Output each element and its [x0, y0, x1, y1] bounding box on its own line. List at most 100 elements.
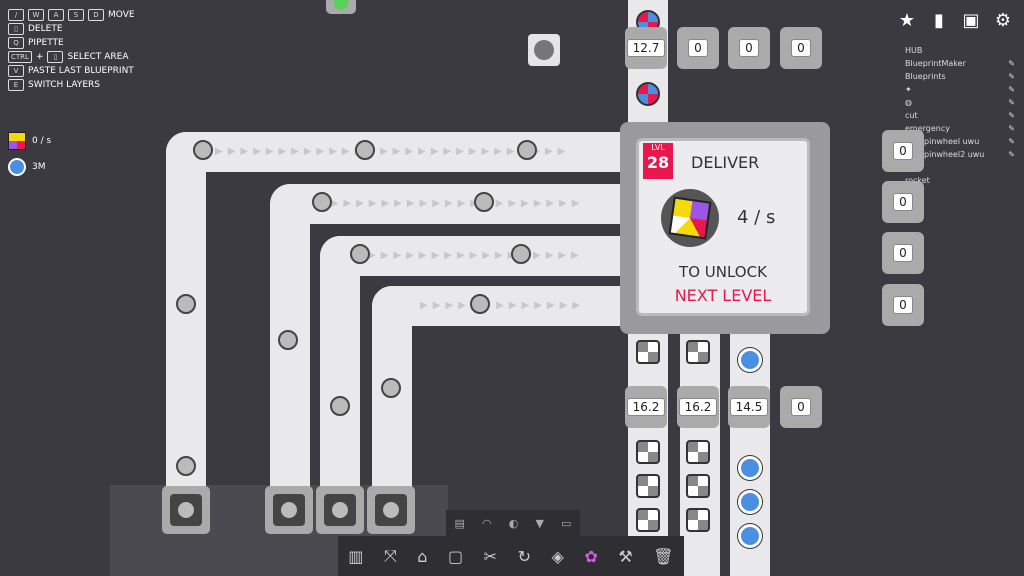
shape-item — [686, 474, 710, 498]
throughput-counter[interactable]: 12.7 — [625, 27, 667, 69]
toggle-icon[interactable]: ◐ — [508, 516, 519, 530]
counter-value: 16.2 — [626, 398, 666, 416]
shape-item — [738, 456, 762, 480]
hint-label: SWITCH LAYERS — [28, 80, 100, 90]
key: D — [88, 9, 104, 21]
mouse-icon: ▯ — [47, 51, 64, 63]
shape-icon: ◍ — [905, 98, 912, 107]
pinned-shape-row[interactable]: 3M — [8, 156, 51, 178]
shape-icon: ✦ — [905, 85, 912, 94]
building[interactable] — [528, 34, 560, 66]
conveyor-belt[interactable] — [372, 286, 626, 326]
circle-item — [176, 294, 196, 314]
belt-arrows: ▶▶▶▶▶▶▶▶▶▶▶▶▶▶▶▶▶▶▶▶▶▶▶▶▶▶▶▶ — [215, 146, 571, 157]
belt-arrows: ▶▶▶▶▶▶▶▶▶▶▶▶▶▶▶▶▶▶▶▶▶ — [318, 198, 585, 209]
waypoint-item[interactable]: HUB — [905, 44, 1015, 57]
display-icon[interactable]: ▭ — [561, 516, 572, 530]
settings-icon[interactable]: ⚙ — [994, 10, 1012, 31]
hint-select: CTRL + ▯ SELECT AREA — [8, 50, 135, 64]
waypoint-item[interactable]: half_pinwheel2 uwu✎ — [905, 148, 1015, 161]
circle-item — [381, 500, 401, 520]
conveyor-belt[interactable] — [166, 132, 626, 172]
belt-icon[interactable]: ▥ — [348, 546, 364, 566]
edit-icon[interactable]: ✎ — [1008, 124, 1015, 133]
extractor[interactable] — [162, 486, 210, 534]
stacker-icon[interactable]: ◈ — [551, 546, 564, 566]
hint-move: / W A S D MOVE — [8, 8, 135, 22]
building-toolbar: ▥ ⤧ ⌂ ▢ ✂ ↻ ◈ ✿ ⚒ 🗑 — [338, 536, 684, 576]
circle-item — [312, 192, 332, 212]
save-icon[interactable]: ▣ — [962, 10, 980, 31]
throughput-counter[interactable]: 0 — [677, 27, 719, 69]
throughput-counter[interactable]: 14.5 — [728, 386, 770, 428]
waypoint-item[interactable]: BlueprintMaker ✎ — [905, 57, 1015, 70]
throughput-counter[interactable]: 0 — [882, 130, 924, 172]
mixer-icon[interactable]: ✿ — [584, 546, 598, 566]
conveyor-belt[interactable] — [166, 132, 206, 497]
shape-item — [738, 490, 762, 514]
waypoint-item[interactable]: ◍✎ — [905, 96, 1015, 109]
throughput-counter[interactable]: 0 — [728, 27, 770, 69]
shape-item — [636, 82, 660, 106]
stats-icon[interactable]: ▮ — [934, 10, 944, 31]
throughput-counter[interactable]: 16.2 — [625, 386, 667, 428]
counter-value: 0 — [739, 39, 759, 57]
throughput-counter[interactable]: 0 — [882, 284, 924, 326]
rotator-icon[interactable]: ↻ — [517, 546, 532, 566]
edit-icon[interactable]: ✎ — [1008, 85, 1015, 94]
edit-icon[interactable]: ✎ — [1008, 150, 1015, 159]
speedometer-icon[interactable]: ◠ — [482, 516, 492, 530]
storage-icon[interactable]: ▤ — [454, 516, 465, 530]
counter-value: 12.7 — [626, 39, 666, 57]
edit-icon[interactable]: ✎ — [1008, 111, 1015, 120]
throughput-counter[interactable]: 0 — [780, 386, 822, 428]
counter-value: 0 — [893, 193, 913, 211]
circle-item — [474, 192, 494, 212]
waypoint-item[interactable]: rocket — [905, 174, 1015, 187]
extractor[interactable] — [316, 486, 364, 534]
plus-sign: + — [35, 52, 44, 62]
shape-item — [738, 524, 762, 548]
waypoint-item[interactable]: emergency✎ — [905, 122, 1015, 135]
conveyor-belt[interactable] — [320, 236, 626, 276]
filter-icon[interactable]: ▼ — [535, 516, 544, 530]
waypoint-item[interactable]: ✦✎ — [905, 83, 1015, 96]
throughput-counter[interactable]: 0 — [882, 181, 924, 223]
waypoint-item[interactable]: half_pinwheel uwu✎ — [905, 135, 1015, 148]
hint-label: SELECT AREA — [67, 52, 129, 62]
circle-item — [193, 140, 213, 160]
goal-rate: 4 / s — [737, 207, 776, 228]
conveyor-belt[interactable] — [320, 236, 360, 497]
hint-pipette: Q PIPETTE — [8, 36, 135, 50]
shape-item — [686, 340, 710, 364]
waypoint-label: BlueprintMaker — [905, 59, 966, 68]
pinned-shape-row[interactable]: 0 / s — [8, 130, 51, 152]
star-icon[interactable]: ★ — [898, 10, 916, 31]
balancer-icon[interactable]: ⤧ — [383, 546, 397, 565]
circle-item — [355, 140, 375, 160]
cutter-icon[interactable]: ✂ — [483, 546, 498, 566]
throughput-counter[interactable]: 0 — [780, 27, 822, 69]
building[interactable] — [326, 0, 356, 14]
extractor[interactable] — [367, 486, 415, 534]
belt-arrows: ▶▶▶▶▶▶▶▶▶▶▶▶▶ — [420, 300, 585, 311]
waypoint-item[interactable]: cut✎ — [905, 109, 1015, 122]
edit-icon[interactable]: ✎ — [1008, 98, 1015, 107]
painter-icon[interactable]: ⚒ — [618, 546, 633, 566]
edit-icon[interactable]: ✎ — [1008, 59, 1015, 68]
trash-icon[interactable]: 🗑 — [653, 546, 674, 566]
edit-icon[interactable]: ✎ — [1008, 72, 1015, 81]
waypoint-item[interactable]: Blueprints✎ — [905, 70, 1015, 83]
waypoint-label: rocket — [905, 174, 930, 187]
throughput-counter[interactable]: 16.2 — [677, 386, 719, 428]
edit-icon[interactable]: ✎ — [1008, 137, 1015, 146]
shape-item — [686, 508, 710, 532]
shape-item — [636, 474, 660, 498]
tunnel-icon[interactable]: ⌂ — [417, 546, 428, 566]
key: E — [8, 79, 24, 91]
hub[interactable]: LVL 28 DELIVER 4 / s TO UNLOCK NEXT LEVE… — [636, 138, 810, 316]
unlock-text: TO UNLOCK — [679, 263, 767, 281]
rotate-frame-icon[interactable]: ▢ — [448, 546, 464, 566]
throughput-counter[interactable]: 0 — [882, 232, 924, 274]
extractor[interactable] — [265, 486, 313, 534]
